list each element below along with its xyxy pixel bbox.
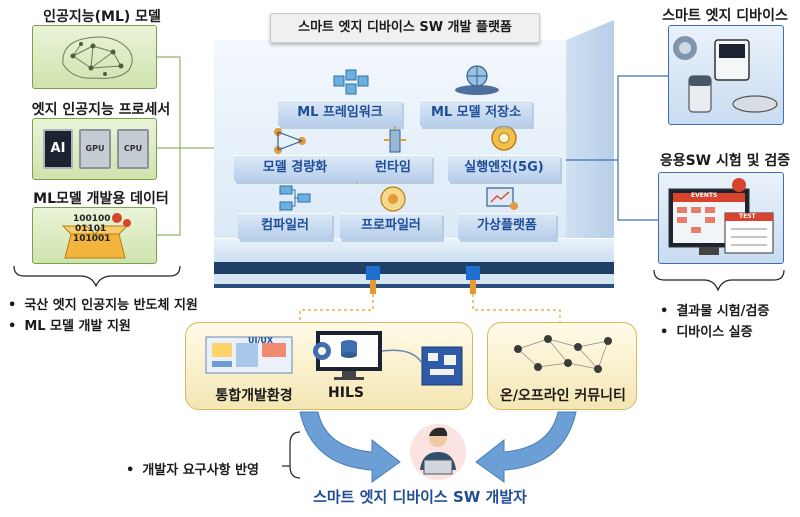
community-network-icon	[514, 335, 612, 373]
platform-title: 스마트 엣지 디바이스 SW 개발 플랫폼	[270, 13, 540, 43]
data-box-icon	[61, 213, 131, 259]
module-ml-framework: ML 프레임워크	[278, 100, 402, 126]
app-sw-test-box: EVENTS TEST	[658, 172, 784, 264]
ide-icon	[205, 336, 293, 374]
left-bullet-1: 국산 엣지 인공지능 반도체 지원	[8, 294, 198, 313]
profiler-icon	[380, 186, 406, 212]
ml-model-repository-icon	[455, 65, 499, 95]
app-sw-test-label: 응용SW 시험 및 검증	[659, 153, 791, 169]
edge-ai-processor-label: 엣지 인공지능 프로세서	[31, 102, 171, 118]
smart-edge-device-label: 스마트 엣지 디바이스	[662, 8, 788, 24]
runtime-icon	[384, 126, 406, 153]
right-bullet-1: 결과물 시험/검증	[660, 300, 769, 319]
ui-ux-label: UI/UX	[248, 336, 274, 345]
module-model-compression: 모델 경량화	[234, 155, 356, 181]
community-box: 온/오프라인 커뮤니티	[487, 322, 637, 410]
compiler-icon	[279, 185, 311, 211]
module-virtual-platform: 가상플랫폼	[458, 213, 556, 239]
ide-label: 통합개발환경	[215, 388, 293, 404]
community-label: 온/오프라인 커뮤니티	[500, 388, 626, 404]
gpu-chip-icon: GPU	[79, 129, 111, 169]
smart-edge-device-box	[668, 25, 784, 125]
developer-avatar	[410, 424, 466, 480]
ml-model-label: 인공지능(ML) 모델	[43, 9, 161, 25]
ide-hils-box: UI/UX 통합개발환경 HILS	[185, 322, 473, 410]
platform-layer-2	[214, 274, 614, 284]
gear-icon	[313, 342, 331, 360]
virtual-platform-icon	[486, 187, 518, 210]
module-profiler: 프로파일러	[340, 213, 442, 239]
circuit-board-icon	[421, 346, 463, 386]
ml-dev-data-box: 100100 01101 101001	[32, 207, 157, 264]
cpu-chip-icon: CPU	[117, 129, 149, 169]
module-compiler: 컴파일러	[238, 213, 332, 239]
ai-chip-icon: AI	[43, 129, 73, 169]
brain-network-icon	[62, 36, 133, 79]
requirement-bullet: 개발자 요구사항 반영	[126, 459, 259, 478]
module-execution-engine: 실행엔진(5G)	[448, 155, 560, 181]
ml-framework-icon	[333, 69, 369, 95]
platform-layer-dark	[214, 262, 614, 274]
test-screen-icon	[668, 178, 774, 255]
platform-layer-dark-2	[214, 284, 614, 288]
edge-devices-icon	[673, 36, 778, 113]
execution-engine-icon	[491, 125, 517, 151]
hils-label: HILS	[328, 385, 364, 401]
edge-ai-processor-box: AI GPU CPU	[32, 118, 157, 180]
module-runtime: 런타임	[354, 155, 432, 181]
right-bullet-2: 디바이스 실증	[660, 321, 752, 340]
ml-model-box	[32, 25, 157, 89]
left-bullet-2: ML 모델 개발 지원	[8, 315, 131, 334]
module-ml-model-repository: ML 모델 저장소	[420, 100, 532, 126]
hils-cable-line	[381, 349, 423, 364]
model-compression-icon	[274, 128, 306, 154]
developer-title: 스마트 엣지 디바이스 SW 개발자	[313, 488, 527, 506]
ml-dev-data-label: ML모델 개발용 데이터	[33, 191, 169, 207]
